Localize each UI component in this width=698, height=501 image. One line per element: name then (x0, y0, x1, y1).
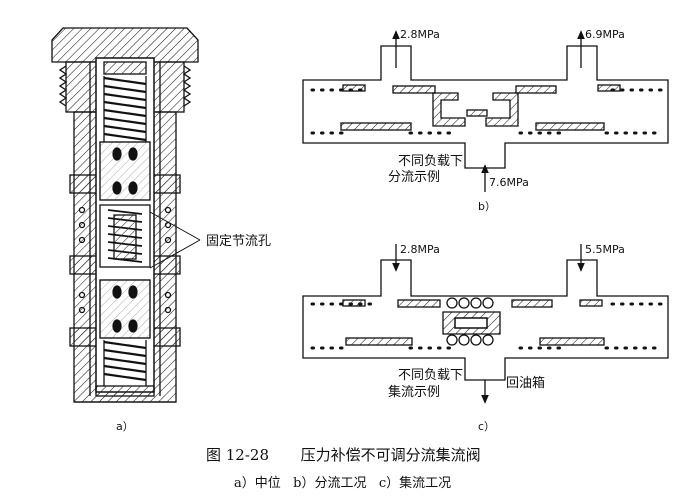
orifice-leader-lines (149, 211, 201, 269)
panel-c-note-line1: 不同负载下 (398, 368, 464, 383)
panel-b-note-line1: 不同负载下 (398, 154, 464, 169)
figure-subcaption: a）中位 b）分流工况 c）集流工况 (234, 476, 452, 491)
panel-b-note-line2: 分流示例 (388, 170, 441, 185)
panel-b-pressure-right: 6.9MPa (585, 28, 625, 41)
figure-title: 压力补偿不可调分流集流阀 (300, 446, 481, 464)
figure-caption: 图 12-28 压力补偿不可调分流集流阀 (206, 444, 481, 465)
diagram-c-body-outline (302, 259, 669, 381)
panel-b-pressure-bottom: 7.6MPa (489, 176, 529, 189)
panel-b-pressure-left: 2.8MPa (400, 28, 440, 41)
diagram-c (302, 244, 669, 404)
valve-cross-section (51, 27, 199, 403)
return-to-tank-label: 回油箱 (506, 376, 546, 391)
diagram-b (302, 30, 669, 192)
diagram-b-body-outline (302, 45, 669, 169)
panel-a-label: a） (116, 420, 134, 433)
panel-c-pressure-right: 5.5MPa (585, 243, 625, 256)
panel-c-pressure-left: 2.8MPa (400, 243, 440, 256)
panel-b-label: b） (478, 200, 496, 213)
panel-c-note-line2: 集流示例 (388, 385, 441, 400)
figure-number: 图 12-28 (206, 446, 270, 464)
fixed-orifice-callout: 固定节流孔 (206, 234, 272, 249)
panel-c-label: c） (478, 420, 496, 433)
